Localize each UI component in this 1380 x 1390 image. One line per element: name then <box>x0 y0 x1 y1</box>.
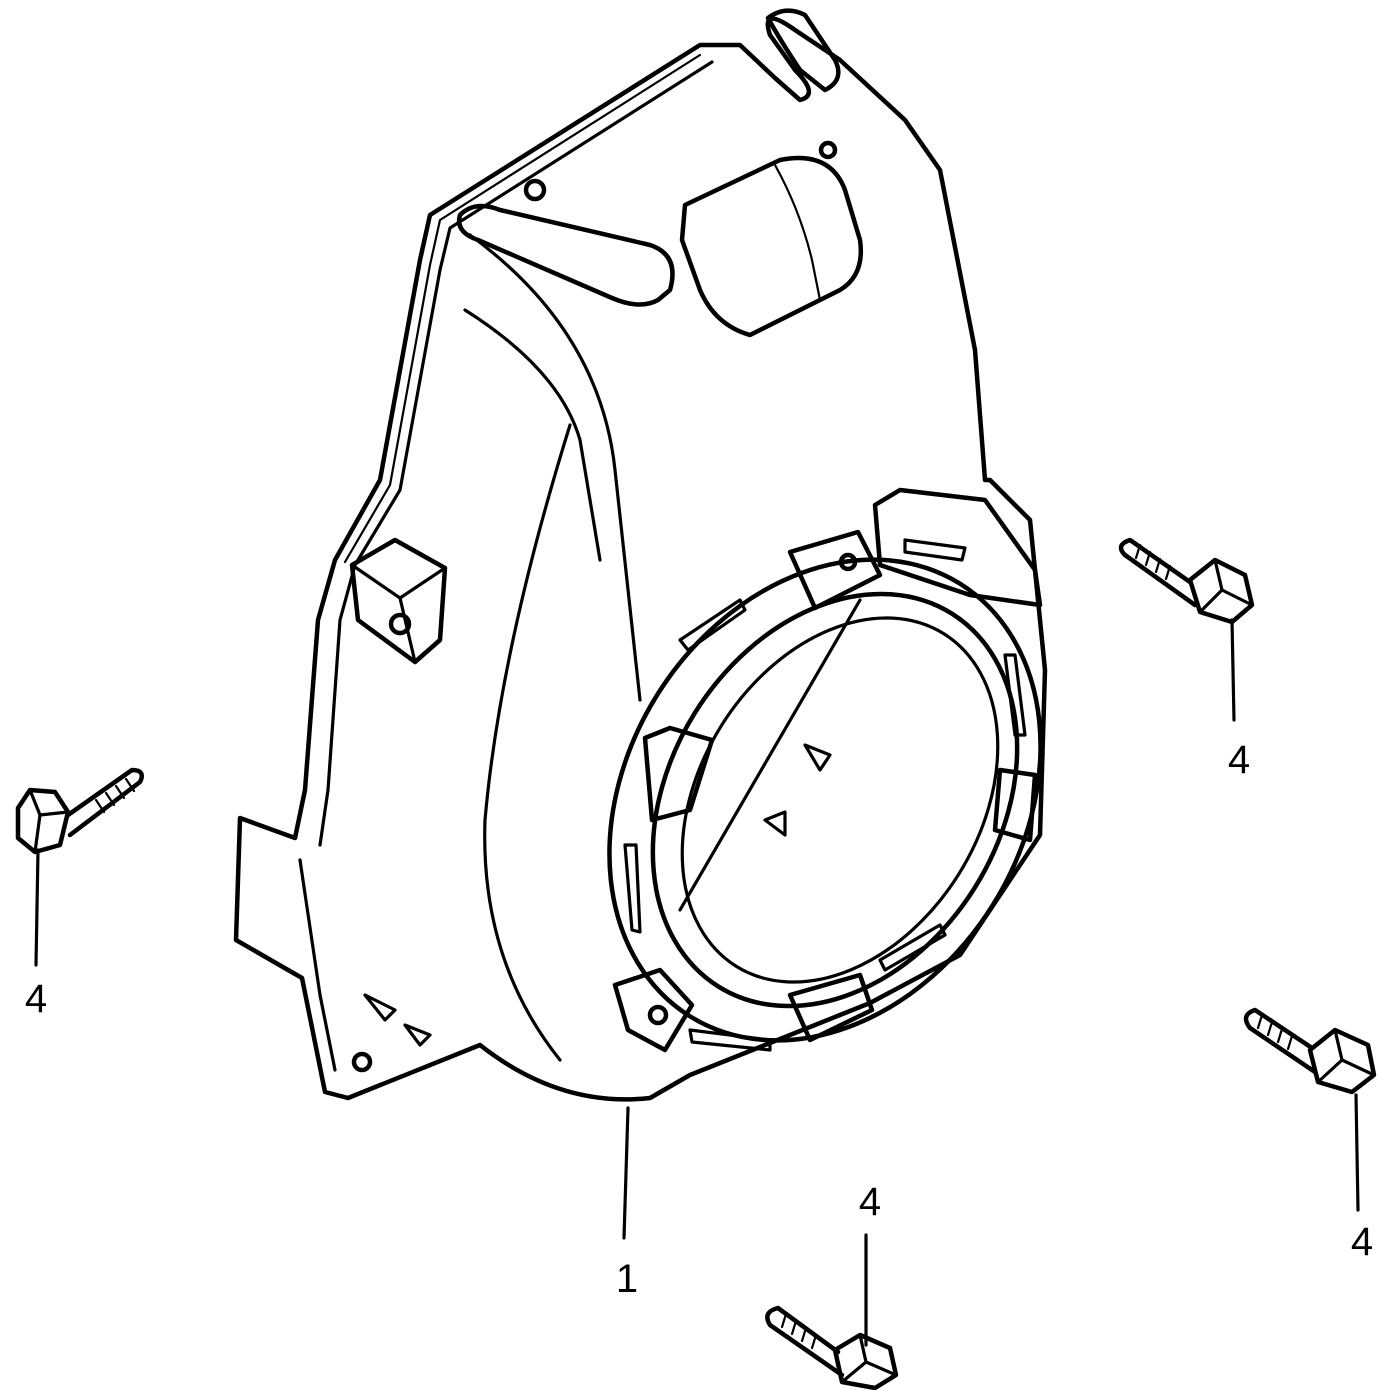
ring-boss-top-hole <box>838 552 858 572</box>
duct-front-edge <box>483 423 572 1062</box>
bolt-left-thread <box>94 777 136 814</box>
callout-bolt-bottom: 4 <box>859 1180 881 1224</box>
ring-slot-4 <box>1003 653 1027 737</box>
top-window-right <box>679 155 864 338</box>
mount-hole-top-left <box>523 178 547 202</box>
callout-bolt-upper-right: 4 <box>1228 738 1250 782</box>
duct-curve-outer <box>468 233 642 702</box>
bolt-upper-right <box>1118 537 1255 625</box>
fan-housing <box>233 8 1048 1102</box>
ring-boss-top-right <box>872 487 1043 608</box>
bolt-upper-right-head-facets <box>1198 558 1254 614</box>
ring-boss-left <box>642 725 715 823</box>
lower-flange-hole <box>351 1051 373 1073</box>
bolt-upper-right-shank <box>1118 537 1198 608</box>
callout-labels: 1 4 4 4 4 <box>25 738 1373 1301</box>
leader-bolt-lower-right <box>1354 1093 1360 1212</box>
bolt-lower-right-thread <box>1256 1013 1294 1051</box>
bolt-lower-right <box>1243 1007 1377 1095</box>
leader-bolt-left <box>34 848 40 967</box>
bolt-bottom-head-facets <box>840 1333 898 1384</box>
fan-blade-line-2 <box>803 743 832 772</box>
housing-rolled-edge-inner <box>343 53 702 564</box>
bolt-lower-right-head-facets <box>1316 1028 1376 1084</box>
bolt-left-head-facets <box>28 788 70 854</box>
ring-boss-top <box>787 529 883 611</box>
mount-hole-top-right <box>818 140 838 160</box>
side-bracket-hole <box>388 612 412 636</box>
ring-slot-1 <box>623 843 642 934</box>
callout-bolt-lower-right: 4 <box>1351 1220 1373 1264</box>
leader-lines <box>34 618 1360 1347</box>
callout-part-1: 1 <box>616 1257 638 1301</box>
ring-outer <box>607 557 1043 1043</box>
top-window-right-fold <box>773 163 822 302</box>
ring-slot-3 <box>903 538 967 562</box>
bolt-bottom <box>765 1305 899 1390</box>
bolt-upper-right-thread <box>1134 543 1172 581</box>
ring-inner <box>680 616 1000 984</box>
top-window-left <box>456 203 675 307</box>
ring-slot-5 <box>878 923 947 972</box>
fan-blade-line-1 <box>678 598 862 912</box>
housing-rolled-edge <box>318 60 714 847</box>
housing-outline <box>233 16 1048 1102</box>
ring-boss-right <box>992 767 1038 843</box>
ring-middle <box>650 591 1020 1009</box>
ring-boss-bottom-left <box>612 967 695 1053</box>
bolt-left-shank <box>65 767 144 838</box>
bolt-lower-right-shank <box>1243 1007 1318 1075</box>
bolt-left <box>15 767 144 855</box>
leader-bolt-upper-right <box>1230 618 1236 722</box>
bolt-bottom-thread <box>780 1312 818 1350</box>
starter-opening-ring <box>607 487 1043 1053</box>
side-bracket <box>349 537 448 665</box>
lower-flange <box>298 858 432 1072</box>
callout-bolt-left: 4 <box>25 977 47 1021</box>
ring-boss-bottom-left-hole <box>647 1004 669 1026</box>
top-slot <box>765 8 841 93</box>
bolt-left-head <box>15 787 71 855</box>
leader-part-1 <box>622 1106 630 1240</box>
fan-blade-line-3 <box>763 810 787 837</box>
ring-boss-bottom <box>787 972 875 1043</box>
ring-slot-2 <box>688 1028 772 1052</box>
ring-slot-6 <box>678 598 747 652</box>
duct-curve-inner <box>463 308 602 562</box>
bolt-bottom-shank <box>765 1305 845 1378</box>
